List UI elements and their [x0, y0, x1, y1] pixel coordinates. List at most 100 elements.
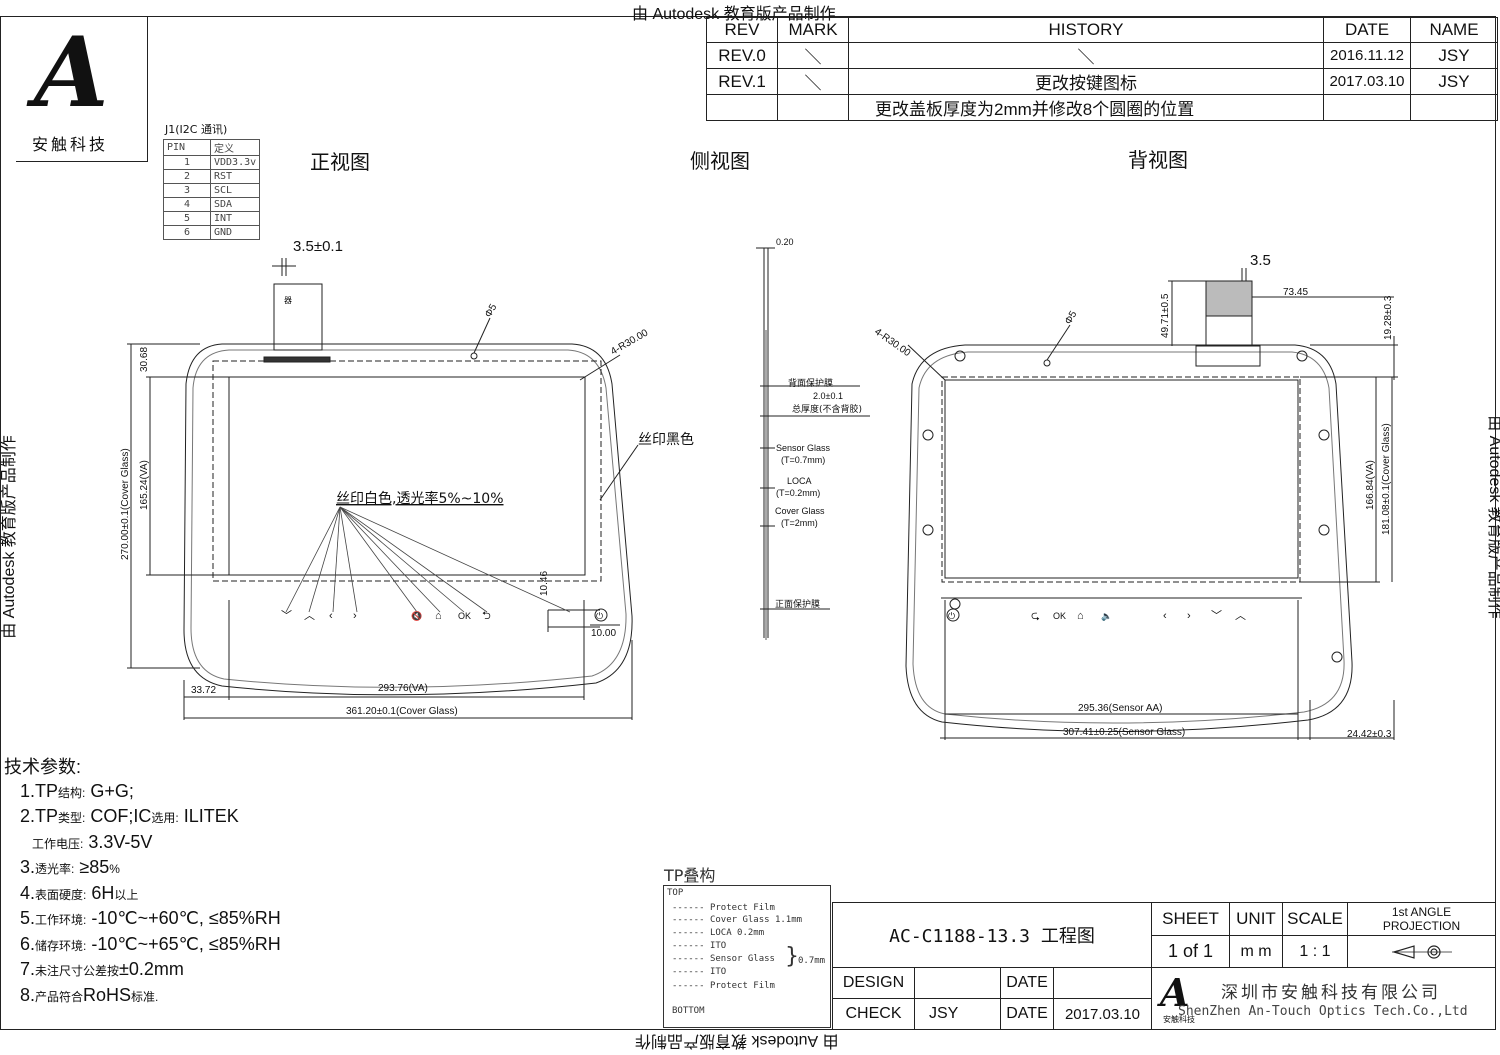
front-dim-key-width: 10.00: [591, 628, 616, 639]
design-date-label: DATE: [1000, 967, 1054, 999]
front-fpc: [273, 283, 323, 351]
scale-value: 1 : 1: [1282, 935, 1348, 968]
history-rev: REV.1: [706, 68, 778, 95]
side-total: 2.0±0.1: [813, 391, 843, 401]
front-cover-glass-outline: [183, 343, 633, 696]
front-corner-leader: [579, 354, 621, 381]
header-rev: REV: [706, 17, 778, 43]
right-arrow-icon: ›: [353, 610, 357, 622]
back-fpc-bond: [1195, 345, 1261, 367]
back-power-key: [946, 608, 960, 622]
up-arrow-icon: ︿: [304, 610, 315, 622]
front-fpc-label: 器: [284, 296, 292, 305]
front-power-key: [594, 608, 608, 622]
side-front-film: 正面保护膜: [775, 598, 820, 610]
side-sensor: Sensor Glass: [776, 443, 831, 453]
back-icon: ⮌: [482, 610, 491, 622]
company-name-cn: 深圳市安触科技有限公司: [1221, 983, 1441, 1003]
left-arrow-icon: ‹: [1163, 610, 1167, 622]
back-dim-width-sg: 307.41±0.25(Sensor Glass): [1063, 727, 1185, 738]
back-view-title: 背视图: [1128, 148, 1188, 172]
front-fpc-width: 3.5±0.1: [293, 238, 343, 255]
back-inner-outline: [912, 351, 1345, 724]
unit-value: m m: [1229, 935, 1283, 968]
front-dim-left: 33.72: [191, 685, 216, 696]
back-fpc-width: 3.5: [1250, 252, 1271, 269]
drawing-number: AC-C1188-13.3 工程图: [832, 902, 1152, 968]
back-aa-area: [944, 379, 1299, 579]
sheet-label: SHEET: [1151, 902, 1230, 936]
spec-line: 6.储存环境: -10℃~+65℃, ≤85%RH: [20, 933, 281, 954]
back-dim-fpc-offset: 73.45: [1283, 287, 1308, 298]
mute-icon: 🔈: [1101, 611, 1112, 622]
back-key-icons: ⏻ ⮎ OK ⌂ 🔈 ‹ › ﹀ ︿: [948, 609, 1246, 622]
front-va-area: [228, 376, 586, 576]
back-va-dashed: [941, 376, 1301, 583]
front-dim-key-height: 10.46: [539, 571, 550, 596]
side-cover-t: (T=2mm): [781, 518, 818, 528]
back-cover-glass-outline: [905, 344, 1353, 732]
company-box: A 安触科技 深圳市安触科技有限公司 ShenZhen An-Touch Opt…: [1151, 967, 1496, 1030]
spec-line: 8.产品符合RoHS标准.: [20, 984, 159, 1005]
back-fpc: [1205, 315, 1253, 347]
check-date-label: DATE: [1000, 998, 1054, 1030]
history-mark: ＼: [777, 68, 849, 95]
back-dim-height-cg: 181.08±0.1(Cover Glass): [1381, 423, 1392, 535]
tech-specs: 技术参数: 1.TP结构: G+G; 2.TP类型: COF;IC选用: ILI…: [4, 756, 281, 1009]
header-date: DATE: [1323, 17, 1411, 43]
front-va-dashed: [212, 360, 602, 582]
back-dim-width-aa: 295.36(Sensor AA): [1078, 703, 1163, 714]
mute-icon: 🔇: [411, 610, 422, 621]
down-arrow-icon: ﹀: [281, 609, 292, 622]
history-name: JSY: [1410, 68, 1498, 95]
spec-line: 2.TP类型: COF;IC选用: ILITEK: [20, 806, 239, 826]
stack-brace: }: [785, 944, 799, 969]
logo-box: A 安触科技: [16, 17, 148, 162]
silk-white-label: 丝印白色,透光率5%~10%: [336, 490, 504, 507]
back-mount-holes: [922, 350, 1343, 663]
home-icon: ⌂: [435, 610, 442, 622]
stack-layer: ------ LOCA 0.2mm: [672, 928, 765, 938]
spec-line: 3.透光率: ≥85%: [20, 857, 120, 877]
history-date: [1323, 94, 1411, 121]
home-icon: ⌂: [1077, 610, 1084, 622]
stack-group: 0.7mm: [798, 956, 826, 966]
design-label: DESIGN: [832, 967, 915, 999]
stack-title: TP叠构: [664, 866, 716, 885]
spec-line: 7.未注尺寸公差按±0.2mm: [20, 959, 184, 979]
logo-text: 安触科技: [32, 135, 109, 154]
history-rev: [706, 94, 778, 121]
check-label: CHECK: [832, 998, 915, 1030]
company-logo-text: 安触科技: [1163, 1015, 1195, 1024]
history-date: 2017.03.10: [1323, 68, 1411, 95]
drawing-frame: [0, 16, 1496, 1030]
stack-diagram: TOP ------ Protect Film ------ Cover Gla…: [663, 885, 831, 1028]
front-hole-dia: Φ5: [483, 302, 500, 320]
back-dim-right: 24.42±0.3: [1347, 729, 1392, 740]
side-back-film: 背面保护膜: [788, 377, 833, 389]
first-angle-projection-icon: [1391, 944, 1452, 959]
check-value: JSY: [914, 998, 1001, 1030]
sheet-value: 1 of 1: [1151, 935, 1230, 968]
left-arrow-icon: ‹: [329, 610, 333, 622]
stack-layer: ------ Sensor Glass: [672, 954, 775, 964]
back-fpc-stiffener: [1205, 280, 1253, 317]
front-dim-height-va: 165.24(VA): [139, 460, 150, 510]
back-dim-top: 19.28±0.3: [1383, 295, 1394, 340]
up-arrow-icon: ︿: [1235, 610, 1246, 622]
front-dim-width-va: 293.76(VA): [378, 683, 428, 694]
history-text: 更改按键图标: [848, 68, 1324, 95]
back-hole-leader: [1046, 324, 1071, 361]
down-arrow-icon: ﹀: [1211, 609, 1222, 622]
design-date-value: [1053, 967, 1152, 999]
stack-layer: ------ Protect Film: [672, 903, 775, 913]
side-total-note: 总厚度(不含背胶): [792, 403, 862, 415]
projection-label: 1st ANGLE PROJECTION: [1347, 902, 1496, 936]
front-key-icons: ﹀ ︿ ‹ › 🔇 ⌂ OK ⮌ ⏻: [281, 609, 603, 622]
history-name: [1410, 94, 1498, 121]
stack-layer: ------ Protect Film: [672, 981, 775, 991]
front-fpc-contacts: [263, 356, 331, 363]
right-arrow-icon: ›: [1187, 610, 1191, 622]
